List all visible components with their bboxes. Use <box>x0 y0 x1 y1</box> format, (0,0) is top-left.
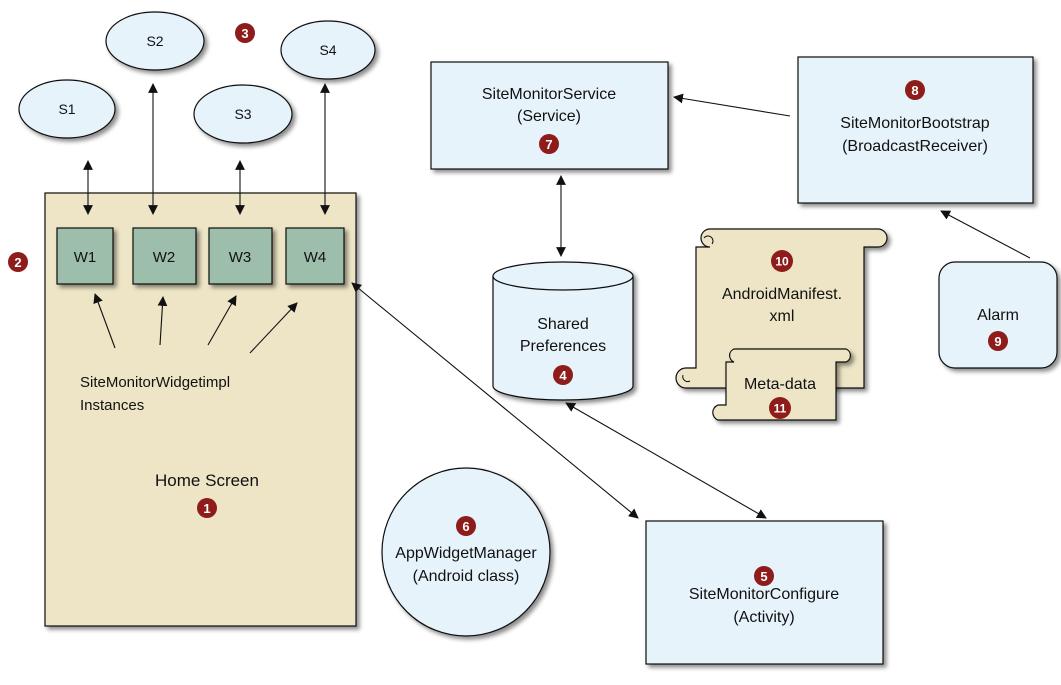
badge-service: 7 <box>539 134 559 154</box>
widget-w1[interactable]: W1 <box>56 227 114 285</box>
server-s2-label: S2 <box>146 33 163 49</box>
widget-w1-label: W1 <box>74 249 97 266</box>
manifest-label-line1: AndroidManifest. <box>722 286 842 303</box>
server-s2: S2 <box>105 11 205 71</box>
alarm-label: Alarm <box>977 307 1019 324</box>
bootstrap-label-line1: SiteMonitorBootstrap <box>840 115 990 132</box>
svg-text:11: 11 <box>774 402 787 416</box>
badge-servers: 3 <box>235 23 255 43</box>
svg-text:6: 6 <box>462 519 469 534</box>
badge-prefs: 4 <box>553 365 573 385</box>
badge-bootstrap: 8 <box>905 80 925 100</box>
svg-text:1: 1 <box>203 501 210 516</box>
svg-text:4: 4 <box>559 368 567 383</box>
appwidget-label-line1: AppWidgetManager <box>395 545 537 562</box>
service-label-line1: SiteMonitorService <box>482 86 616 103</box>
android-manifest-scroll <box>675 228 888 389</box>
prefs-label-line2: Preferences <box>520 338 606 355</box>
widget-w3[interactable]: W3 <box>208 227 273 285</box>
bootstrap-label-line2: (BroadcastReceiver) <box>842 138 988 155</box>
configure-label-line1: SiteMonitorConfigure <box>689 586 839 603</box>
home-screen-title: Home Screen <box>155 471 259 490</box>
alarm-box: Alarm <box>938 261 1058 369</box>
widget-w3-label: W3 <box>229 249 252 266</box>
badge-home: 1 <box>197 498 217 518</box>
server-s3: S3 <box>193 84 293 144</box>
badge-appwidget: 6 <box>456 516 476 536</box>
badge-alarm: 9 <box>988 331 1008 351</box>
svg-text:3: 3 <box>241 26 248 41</box>
manifest-label-line2: xml <box>770 308 795 325</box>
server-s4-label: S4 <box>319 42 336 58</box>
server-s1: S1 <box>18 79 116 139</box>
instances-label-line2: Instances <box>80 397 144 414</box>
svg-text:9: 9 <box>994 334 1001 349</box>
widget-w2[interactable]: W2 <box>132 227 197 285</box>
configure-label-line2: (Activity) <box>733 609 794 626</box>
site-monitor-bootstrap-box: SiteMonitorBootstrap (BroadcastReceiver) <box>797 56 1034 204</box>
svg-text:2: 2 <box>14 255 21 270</box>
service-label-line2: (Service) <box>517 108 581 125</box>
metadata-label: Meta-data <box>744 376 816 393</box>
bootstrap-to-service-arrow <box>673 93 791 117</box>
widget-w2-label: W2 <box>153 249 176 266</box>
server-s1-label: S1 <box>58 101 75 117</box>
app-widget-manager-circle: AppWidgetManager (Android class) <box>381 467 551 637</box>
svg-text:5: 5 <box>760 569 767 584</box>
badge-manifest: 10 <box>771 250 793 272</box>
server-widget-arrows <box>83 83 330 215</box>
prefs-label-line1: Shared <box>537 316 589 333</box>
instances-label-line1: SiteMonitorWidgetimpl <box>80 374 230 391</box>
badge-metadata: 11 <box>769 397 791 419</box>
server-s3-label: S3 <box>234 106 251 122</box>
badge-configure: 5 <box>754 566 774 586</box>
svg-text:7: 7 <box>545 137 552 152</box>
svg-text:10: 10 <box>775 255 789 269</box>
site-monitor-configure-box: SiteMonitorConfigure (Activity) <box>645 520 884 665</box>
server-s4: S4 <box>280 20 376 80</box>
appwidget-label-line2: (Android class) <box>413 568 520 585</box>
prefs-configure-arrow <box>565 402 767 519</box>
instance-arrows <box>93 293 298 354</box>
widget-w4-label: W4 <box>304 249 327 266</box>
alarm-to-bootstrap-arrow <box>940 210 1031 259</box>
svg-text:8: 8 <box>911 83 918 98</box>
badge-widgets: 2 <box>8 252 28 272</box>
widget-w4[interactable]: W4 <box>285 227 345 285</box>
